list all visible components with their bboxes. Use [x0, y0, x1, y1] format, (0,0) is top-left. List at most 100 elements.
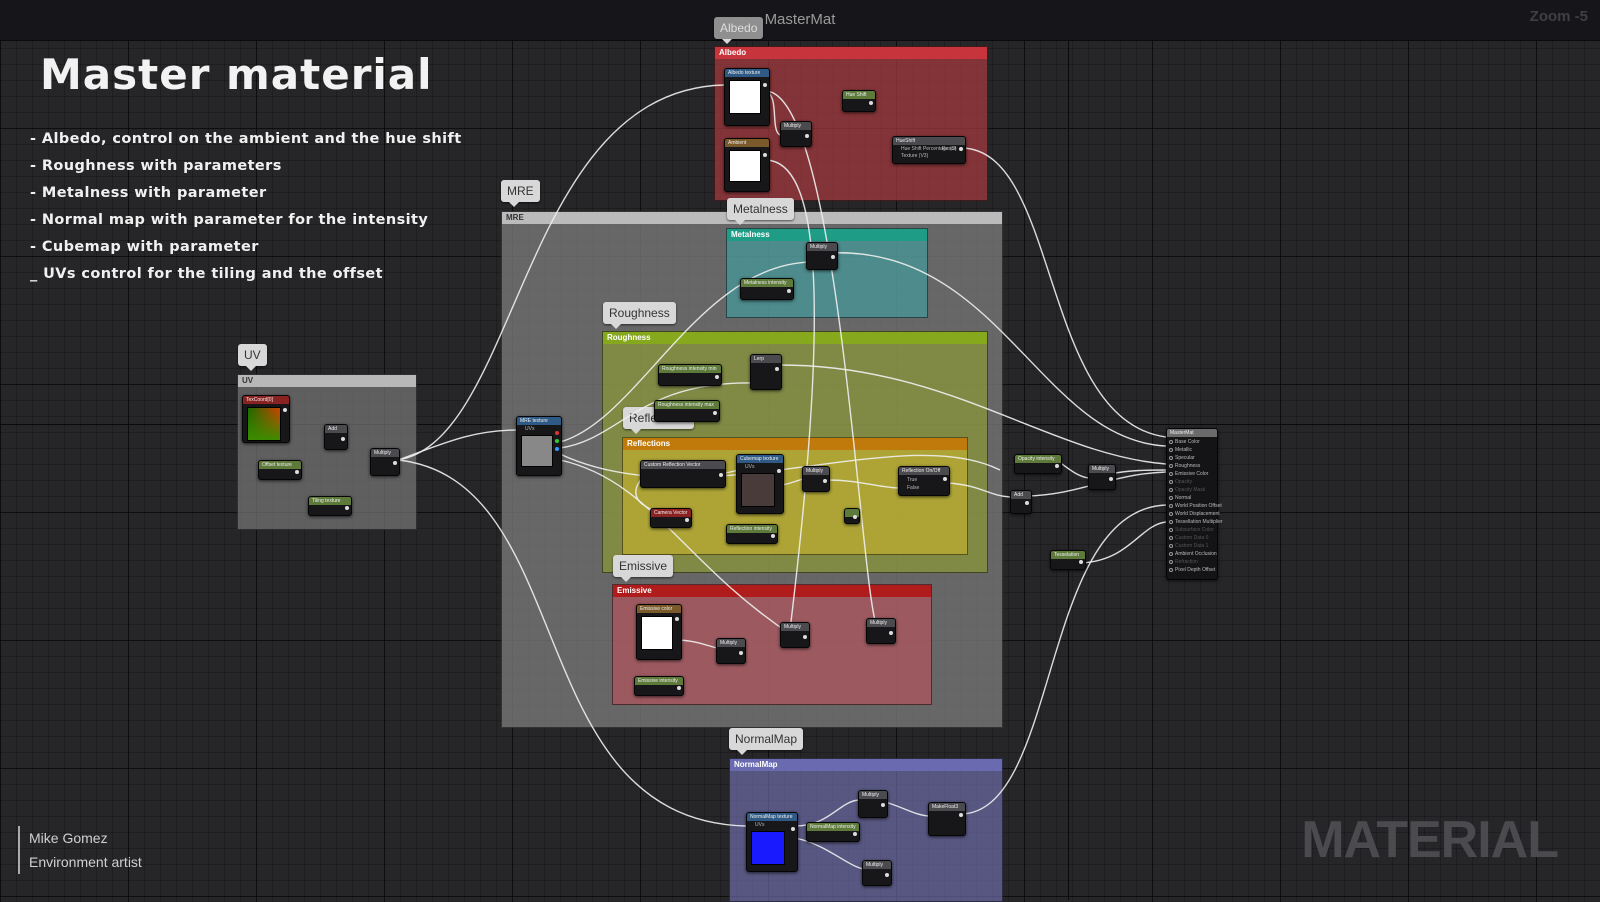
node-tesselation[interactable]: Tesselation: [1050, 550, 1086, 570]
node-ambient[interactable]: Ambient: [724, 138, 770, 192]
pin-normalmap-out[interactable]: [791, 827, 795, 831]
pin-metalness-intensity-out[interactable]: [787, 289, 791, 293]
result-input-pin[interactable]: [1169, 552, 1173, 556]
pin-cubemap-out[interactable]: [777, 469, 781, 473]
node-opacity-intensity[interactable]: Opacity intensity: [1014, 454, 1062, 474]
node-emissive-intensity[interactable]: Emissive intensity: [634, 676, 684, 696]
node-final-add[interactable]: Add: [1010, 490, 1032, 514]
node-normalmap-texture[interactable]: NormalMap texture UVs: [746, 812, 798, 872]
pin-albedo-out[interactable]: [763, 83, 767, 87]
node-normalmap-multiply[interactable]: Multiply: [858, 790, 888, 818]
pin-uv-add-out[interactable]: [341, 437, 345, 441]
node-emissive-multiply[interactable]: Multiply: [716, 638, 746, 664]
pin-albedo-multiply-out[interactable]: [805, 134, 809, 138]
pin-hueshift-out[interactable]: [959, 147, 963, 151]
node-hue-shift-param[interactable]: Hue Shift: [842, 90, 876, 112]
pin-reflection-intensity-out[interactable]: [771, 534, 775, 538]
node-opacity-multiply[interactable]: Multiply: [1088, 464, 1116, 490]
pin-make-float3-out[interactable]: [959, 813, 963, 817]
pin-emissive-multiply-2-out[interactable]: [803, 635, 807, 639]
node-reflection-switch[interactable]: Reflection On/Off True False: [898, 466, 950, 496]
pin-mre-g[interactable]: [555, 439, 559, 443]
node-make-float3[interactable]: MakeFloat3: [928, 802, 966, 836]
node-roughness-min[interactable]: Roughness intensity min: [658, 364, 722, 386]
pin-tesselation-out[interactable]: [1079, 560, 1083, 564]
bubble-emissive[interactable]: Emissive: [613, 555, 674, 582]
node-texcoord[interactable]: TexCoord[0]: [242, 395, 290, 443]
node-emissive-multiply-3[interactable]: Multiply: [866, 618, 896, 644]
node-custom-reflection[interactable]: Custom Reflection Vector: [640, 460, 726, 488]
result-input-pin[interactable]: [1169, 448, 1173, 452]
pin-opacity-multiply-out[interactable]: [1109, 477, 1113, 481]
pin-roughness-max-out[interactable]: [713, 411, 717, 415]
result-input-pin[interactable]: [1169, 496, 1173, 500]
result-input-pin[interactable]: [1169, 568, 1173, 572]
result-input-pin[interactable]: [1169, 472, 1173, 476]
result-input-pin[interactable]: [1169, 488, 1173, 492]
result-input-pin[interactable]: [1169, 536, 1173, 540]
pin-uv-multiply-out[interactable]: [393, 461, 397, 465]
pin-emissive-intensity-out[interactable]: [677, 686, 681, 690]
node-normalmap-multiply-2[interactable]: Multiply: [862, 860, 892, 886]
node-offset-texture[interactable]: Offset texture: [258, 460, 302, 480]
node-constant-zero[interactable]: [844, 508, 860, 524]
pin-normalmap-intensity-out[interactable]: [853, 832, 857, 836]
bubble-albedo[interactable]: Albedo: [714, 17, 764, 44]
comment-albedo[interactable]: Albedo: [714, 46, 988, 201]
pin-normalmap-multiply-2-out[interactable]: [885, 873, 889, 877]
pin-emissive-color-out[interactable]: [675, 617, 679, 621]
node-emissive-multiply-2[interactable]: Multiply: [780, 622, 810, 648]
node-mre-texture[interactable]: MRE texture UVs: [516, 416, 562, 476]
bubble-metalness[interactable]: Metalness: [727, 198, 794, 225]
pin-opacity-intensity-out[interactable]: [1055, 464, 1059, 468]
node-lerp[interactable]: Lerp: [750, 354, 782, 390]
pin-camera-vector-out[interactable]: [685, 518, 689, 522]
node-reflection-intensity[interactable]: Reflection intensity: [726, 524, 778, 544]
pin-emissive-multiply-out[interactable]: [739, 651, 743, 655]
pin-lerp-out[interactable]: [775, 367, 779, 371]
node-albedo-multiply[interactable]: Multiply: [780, 121, 812, 147]
pin-mre-b[interactable]: [555, 447, 559, 451]
result-input-pin[interactable]: [1169, 504, 1173, 508]
node-hueshift[interactable]: HueShift Hue Shift Percentage (S) Textur…: [892, 136, 966, 164]
bubble-mre[interactable]: MRE: [501, 180, 540, 207]
pin-tiling-out[interactable]: [345, 506, 349, 510]
pin-texcoord-out[interactable]: [283, 408, 287, 412]
pin-metalness-multiply-out[interactable]: [831, 255, 835, 259]
pin-ambient-out[interactable]: [763, 153, 767, 157]
result-input-pin[interactable]: [1169, 520, 1173, 524]
result-input-pin[interactable]: [1169, 528, 1173, 532]
bubble-uv[interactable]: UV: [238, 344, 267, 371]
node-tiling-texture[interactable]: Tiling texture: [308, 496, 352, 516]
result-input-pin[interactable]: [1169, 464, 1173, 468]
node-roughness-max[interactable]: Roughness intensity max: [654, 400, 720, 422]
bubble-roughness[interactable]: Roughness: [603, 302, 676, 329]
pin-roughness-min-out[interactable]: [715, 375, 719, 379]
pin-emissive-multiply-3-out[interactable]: [889, 631, 893, 635]
node-albedo-texture[interactable]: Albedo texture: [724, 68, 770, 126]
result-input-pin[interactable]: [1169, 456, 1173, 460]
pin-offset-out[interactable]: [295, 470, 299, 474]
pin-mre-r[interactable]: [555, 431, 559, 435]
node-cubemap-texture[interactable]: Cubemap texture UVs: [736, 454, 784, 514]
node-emissive-color[interactable]: Emissive color: [636, 604, 682, 660]
node-uv-add[interactable]: Add: [324, 424, 348, 450]
node-metalness-intensity[interactable]: Metalness intensity: [740, 278, 794, 300]
pin-final-add-out[interactable]: [1025, 501, 1029, 505]
result-input-pin[interactable]: [1169, 560, 1173, 564]
pin-reflection-switch-out[interactable]: [943, 477, 947, 481]
result-input-pin[interactable]: [1169, 544, 1173, 548]
node-metalness-multiply[interactable]: Multiply: [806, 242, 838, 270]
pin-normalmap-multiply-out[interactable]: [881, 803, 885, 807]
comment-reflections[interactable]: Reflections: [622, 437, 968, 555]
pin-hue-shift-out[interactable]: [869, 101, 873, 105]
pin-constant-zero-out[interactable]: [853, 515, 857, 519]
result-input-pin[interactable]: [1169, 440, 1173, 444]
pin-custom-reflection-out[interactable]: [719, 473, 723, 477]
result-input-pin[interactable]: [1169, 512, 1173, 516]
node-reflection-multiply[interactable]: Multiply: [802, 466, 830, 492]
result-input-pin[interactable]: [1169, 480, 1173, 484]
node-uv-multiply[interactable]: Multiply: [370, 448, 400, 476]
node-camera-vector[interactable]: Camera Vector: [650, 508, 692, 528]
